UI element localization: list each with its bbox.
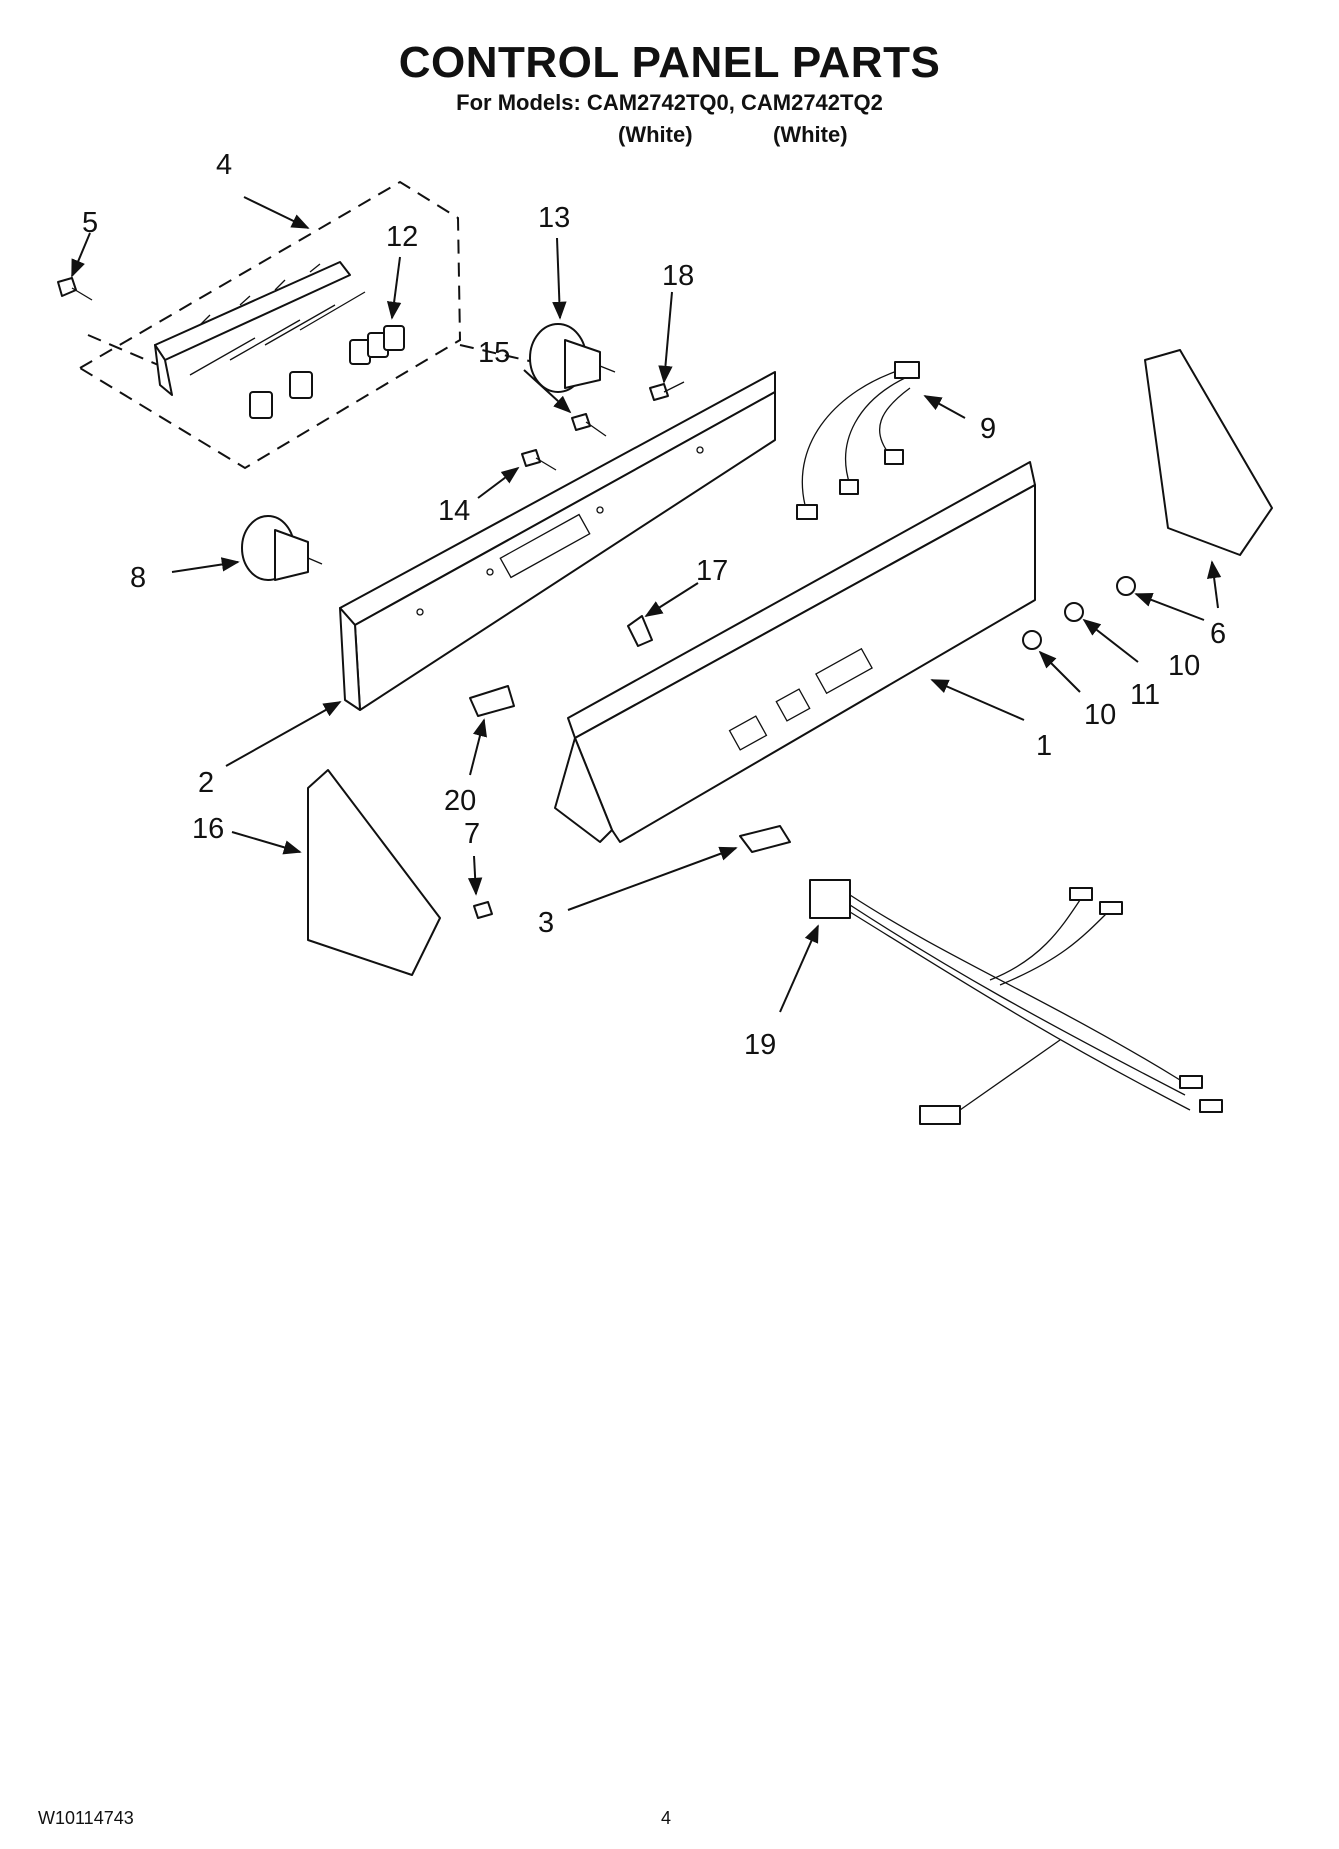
callout-16: 16 (192, 813, 224, 845)
push-buttons (249, 325, 405, 419)
model-color-2: (White) (773, 122, 848, 147)
callout-9: 9 (980, 413, 996, 445)
model-subtitle: For Models: CAM2742TQ0, CAM2742TQ2 (456, 90, 883, 115)
callout-arrows (71, 196, 1222, 1013)
switch-assembly-outline (79, 180, 561, 470)
screw-5 (57, 277, 93, 301)
document-number: W10114743 (38, 1808, 134, 1828)
callout-19: 19 (744, 1029, 776, 1061)
callout-8: 8 (130, 562, 146, 594)
callout-7: 7 (464, 818, 480, 850)
callout-3: 3 (538, 907, 554, 939)
screws (521, 381, 685, 471)
callout-12: 12 (386, 221, 418, 253)
page-title: CONTROL PANEL PARTS (398, 38, 941, 87)
wire-harness-19 (809, 879, 1223, 1125)
rotary-switch-8 (241, 515, 323, 581)
callout-1: 1 (1036, 730, 1052, 762)
wire-harness-9 (796, 361, 920, 520)
end-cap-16 (307, 769, 441, 976)
callout-17: 17 (696, 555, 728, 587)
callout-13: 13 (538, 202, 570, 234)
callout-15: 15 (478, 337, 510, 369)
callout-10b: 10 (1084, 699, 1116, 731)
callout-14: 14 (438, 495, 470, 527)
timer-knob-13 (529, 323, 616, 393)
switch-board (154, 261, 366, 396)
callout-20: 20 (444, 785, 476, 817)
panel-bracket-2 (339, 371, 776, 711)
small-hardware (469, 576, 1136, 919)
callout-11: 11 (1130, 679, 1160, 711)
page-number: 4 (661, 1808, 672, 1828)
callout-2: 2 (198, 767, 214, 799)
model-color-1: (White) (618, 122, 693, 147)
callout-10a: 10 (1168, 650, 1200, 682)
callout-4: 4 (216, 149, 232, 181)
callout-6: 6 (1210, 618, 1226, 650)
end-cap-6 (1144, 349, 1273, 556)
callout-5: 5 (82, 207, 98, 239)
callout-labels: 1 2 3 4 5 6 7 8 9 10 10 11 12 13 14 15 1… (82, 149, 1226, 1061)
console-panel-1 (554, 461, 1036, 843)
callout-18: 18 (662, 260, 694, 292)
